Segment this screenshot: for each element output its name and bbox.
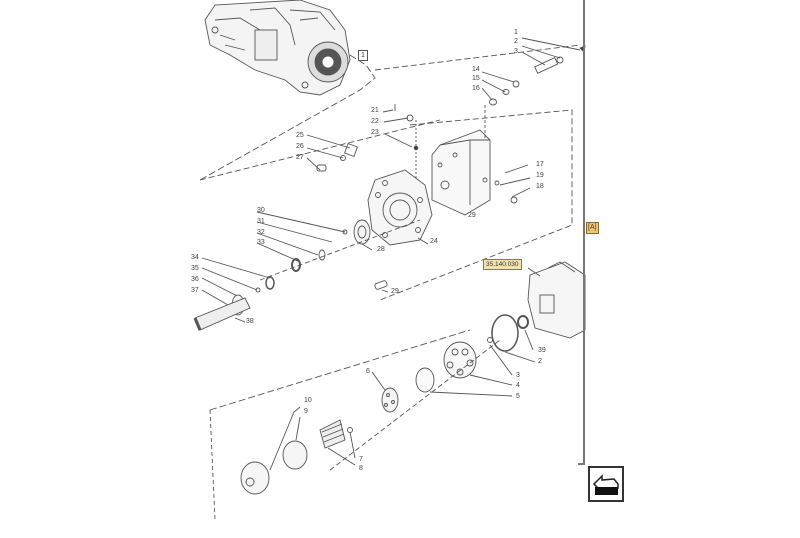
part-label: 5 — [516, 393, 520, 400]
assembly-label: 1 — [358, 50, 368, 61]
part-label: 27 — [296, 154, 304, 161]
part-label: 28 — [377, 246, 385, 253]
part-label: 39 — [538, 347, 546, 354]
part-label: 26 — [296, 143, 304, 150]
valve-block-illustration — [527, 261, 586, 339]
part-label: 10 — [304, 397, 312, 404]
part-label: 15 — [472, 75, 480, 82]
part-label: 19 — [536, 172, 544, 179]
part-label: 16 — [472, 85, 480, 92]
part-label: 7 — [359, 456, 363, 463]
page-tag: [A] — [586, 222, 599, 234]
part-label: 6 — [366, 368, 370, 375]
page-divider — [583, 0, 585, 464]
part-label: 34 — [191, 254, 199, 261]
part-label: 25 — [296, 132, 304, 139]
pump-assembly-illustration — [204, 0, 351, 96]
part-label: 31 — [257, 218, 265, 225]
return-button[interactable] — [588, 466, 624, 502]
part-label: 24 — [430, 238, 438, 245]
part-label: 29 — [468, 212, 476, 219]
part-label: 4 — [516, 382, 520, 389]
return-arrow-icon — [592, 474, 619, 495]
housing-block-illustration — [431, 129, 491, 216]
part-label: 21 — [371, 107, 379, 114]
part-label: 2 — [538, 358, 542, 365]
part-label: 14 — [472, 66, 480, 73]
part-label: 23 — [371, 129, 379, 136]
part-label: 33 — [257, 239, 265, 246]
part-label: 30 — [257, 207, 265, 214]
flange-plate-illustration — [367, 169, 433, 246]
page-divider-tick — [578, 463, 585, 465]
part-label: 3 — [514, 48, 518, 55]
part-label: 9 — [304, 408, 308, 415]
part-label: 1 — [514, 29, 518, 36]
part-label: 38 — [246, 318, 254, 325]
part-label: 8 — [359, 465, 363, 472]
part-label: 22 — [371, 118, 379, 125]
part-label: 3 — [516, 372, 520, 379]
part-label: 32 — [257, 229, 265, 236]
part-label: 18 — [536, 183, 544, 190]
part-label: 17 — [536, 161, 544, 168]
part-label: 29 — [391, 288, 399, 295]
reference-callout-link[interactable]: 35.140.030 — [483, 259, 522, 270]
part-label: 2 — [514, 38, 518, 45]
part-label: 36 — [191, 276, 199, 283]
part-label: 37 — [191, 287, 199, 294]
part-label: 35 — [191, 265, 199, 272]
